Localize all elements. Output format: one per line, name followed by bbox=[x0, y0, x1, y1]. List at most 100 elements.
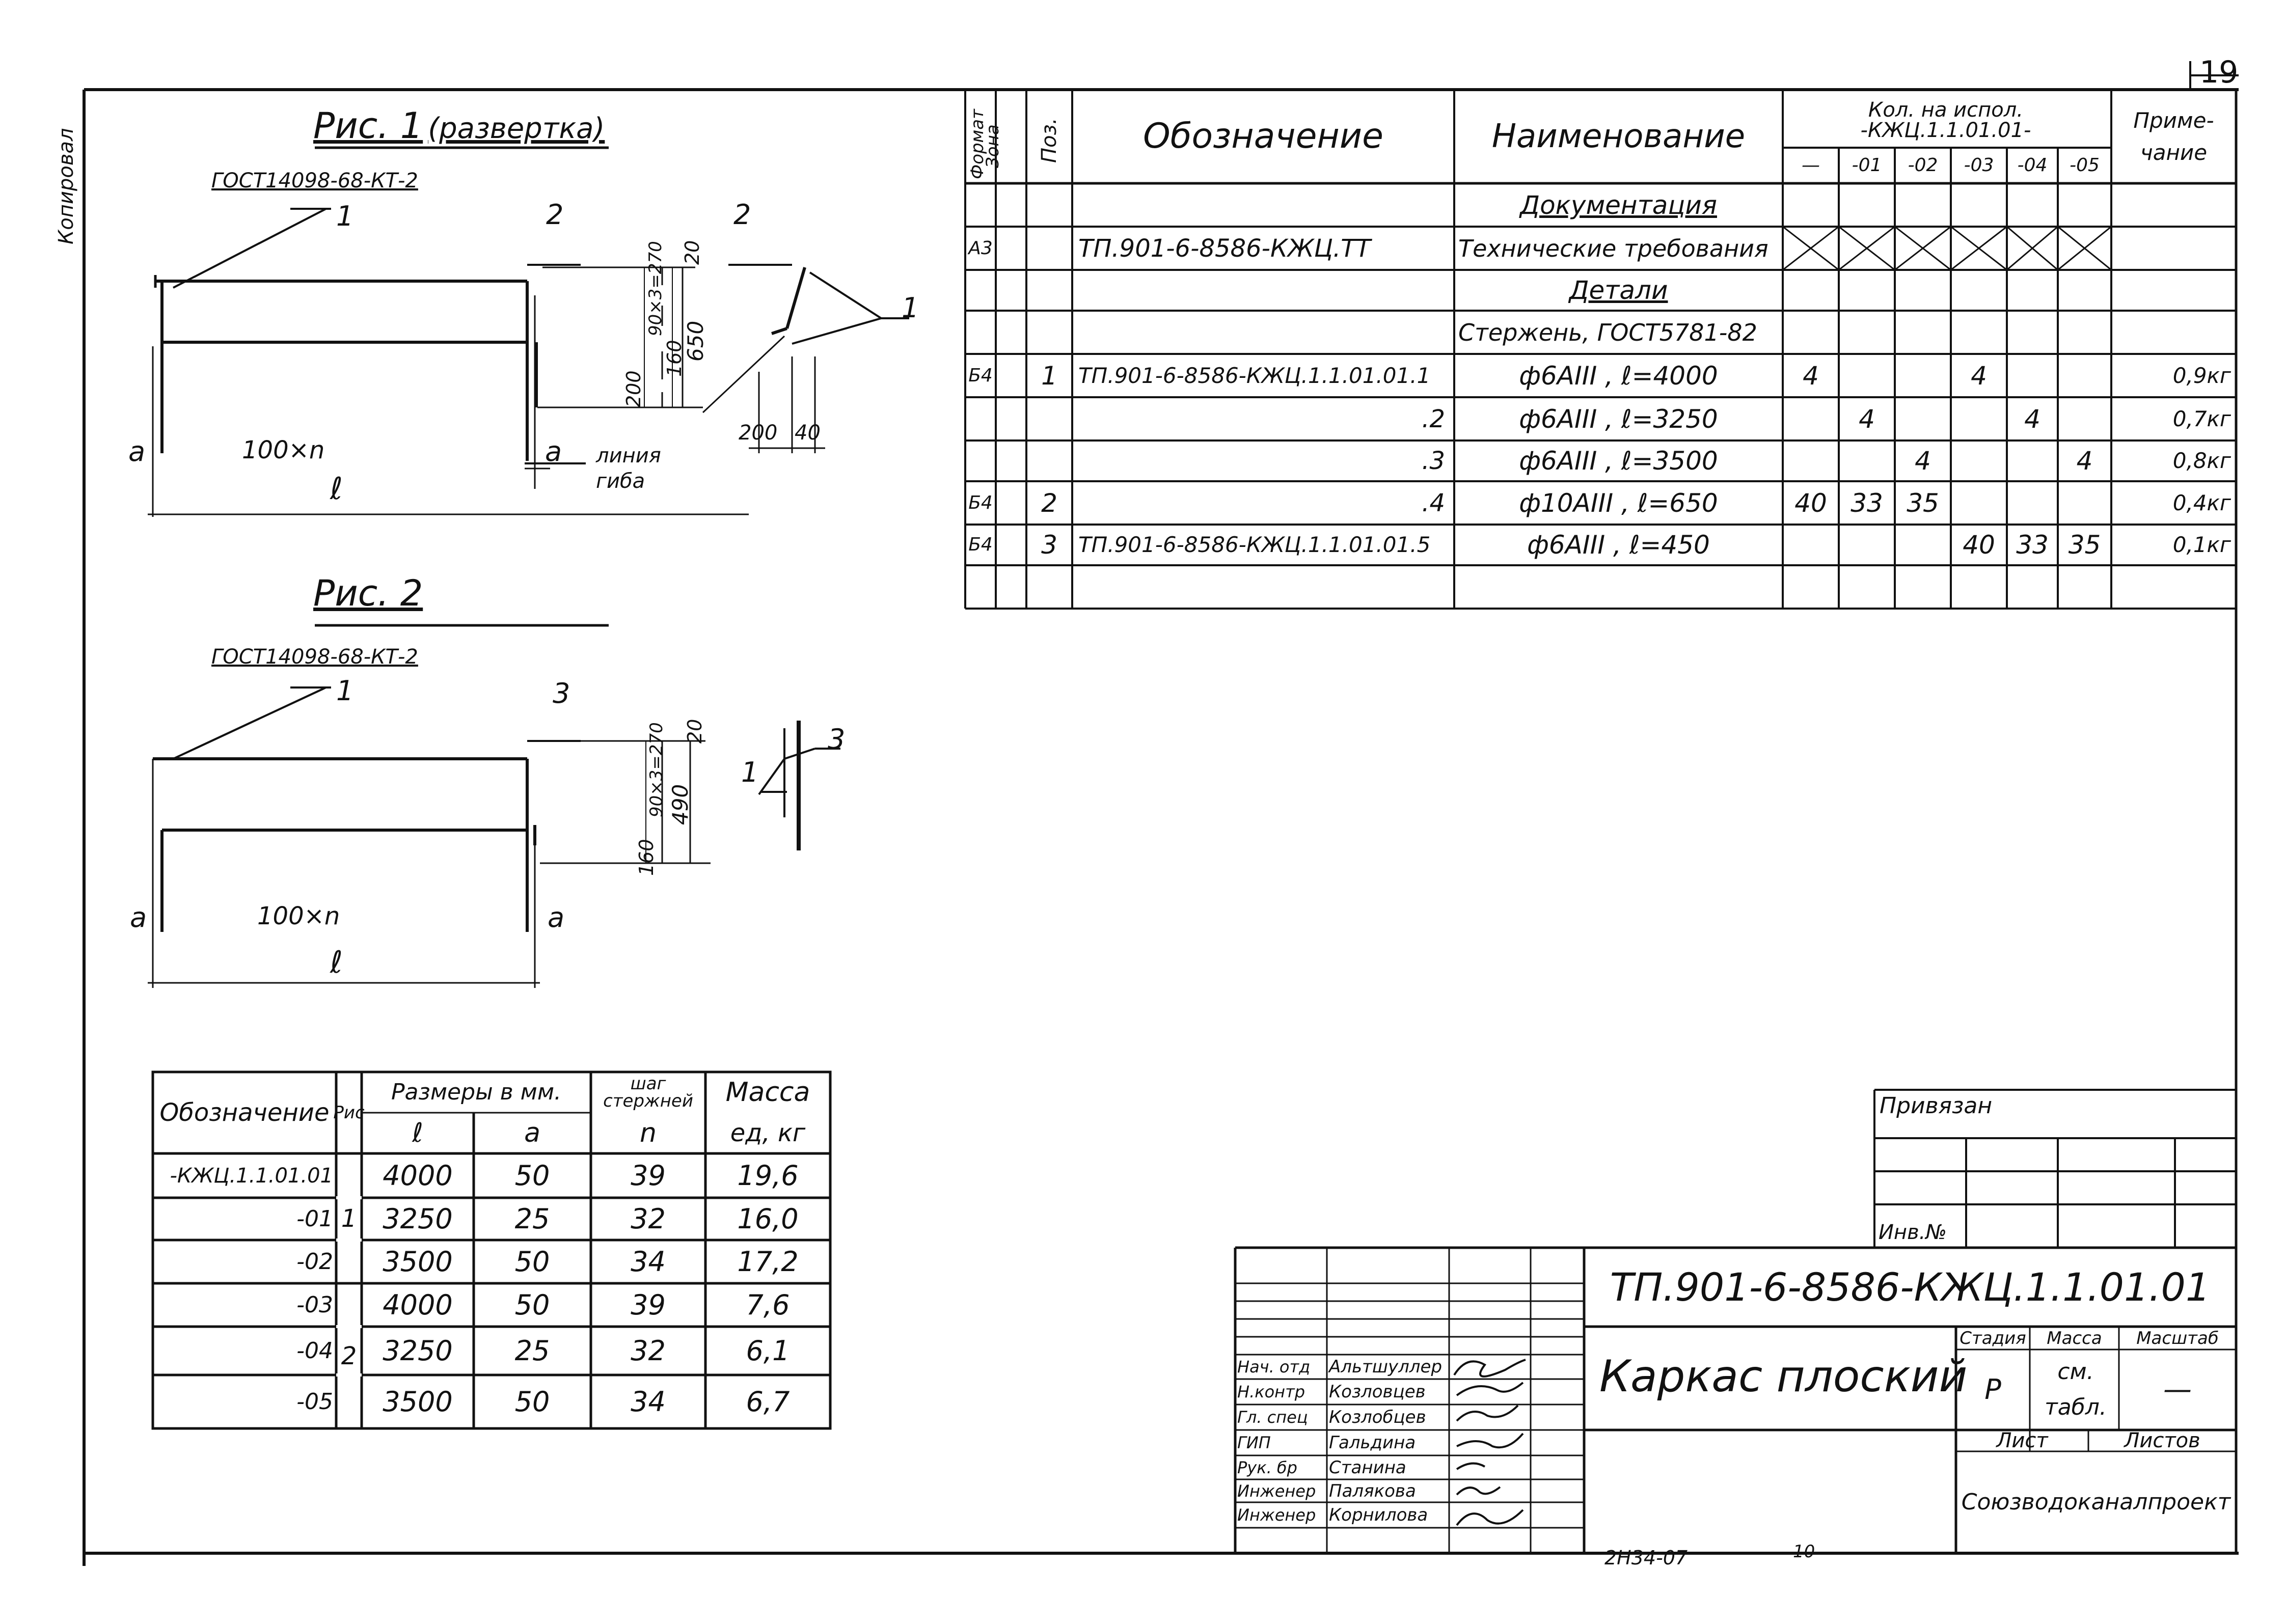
spec-row-format bbox=[965, 270, 996, 311]
spec-row-qty bbox=[1783, 227, 1839, 270]
spec-row-designation: .4 bbox=[1422, 488, 1445, 517]
fig2-a-left: a bbox=[130, 901, 147, 933]
fig2-pos-1: 1 bbox=[336, 675, 354, 707]
spec-row-qty bbox=[2058, 397, 2111, 441]
sizes-header-n: n bbox=[640, 1118, 657, 1148]
spec-row-name: ф6АIII , ℓ=3250 bbox=[1519, 404, 1718, 434]
spec-row-name: Стержень, ГОСТ5781-82 bbox=[1458, 318, 1757, 346]
spec-row-qty bbox=[2007, 227, 2058, 270]
spec-row-designation: ТП.901-6-8586-КЖЦ.1.1.01.01.5 bbox=[1078, 532, 1431, 557]
spec-row-note: 0,7кг bbox=[2172, 406, 2231, 431]
fig1-bend-label: линия гиба bbox=[596, 444, 661, 493]
stamp-person-role: Инженер bbox=[1237, 1481, 1316, 1501]
spec-row-qty bbox=[1895, 227, 1951, 270]
signatures bbox=[1453, 1359, 1526, 1526]
sizes-row-n: 39 bbox=[631, 1288, 666, 1321]
stamp-person-name: Козловцев bbox=[1329, 1382, 1426, 1402]
spec-row-qty bbox=[2007, 354, 2058, 397]
sizes-header-mass: Масса bbox=[725, 1077, 810, 1108]
spec-row-note bbox=[2111, 270, 2236, 311]
spec-row-qty bbox=[1895, 525, 1951, 565]
sizes-table-grid bbox=[151, 1070, 832, 1430]
spec-row-name: ф6АIII , ℓ=450 bbox=[1527, 530, 1710, 560]
spec-row-pos: 2 bbox=[1041, 488, 1057, 518]
spec-row-qty bbox=[1783, 270, 1839, 311]
spec-row-pos bbox=[1026, 311, 1072, 354]
spec-header-qty-col: -05 bbox=[2070, 155, 2100, 176]
sizes-row-n: 32 bbox=[631, 1202, 666, 1235]
stamp-person-role: Гл. спец bbox=[1237, 1408, 1308, 1427]
sizes-row-mass: 16,0 bbox=[737, 1202, 799, 1235]
spec-row-qty bbox=[2007, 311, 2058, 354]
spec-row-qty bbox=[1951, 397, 2007, 441]
spec-row-qty: 4 bbox=[1915, 446, 1931, 476]
spec-row-qty bbox=[1951, 270, 2007, 311]
spec-row-qty bbox=[2007, 441, 2058, 481]
spec-row-qty bbox=[2058, 227, 2111, 270]
stamp-person-role: Н.контр bbox=[1237, 1382, 1305, 1401]
spec-row-qty bbox=[1839, 183, 1895, 227]
spec-header-qty-col: -01 bbox=[1852, 155, 1882, 176]
sizes-row-l: 3500 bbox=[383, 1385, 453, 1418]
fig2-dim-490: 490 bbox=[668, 784, 693, 825]
spec-header-note: Приме- чание bbox=[2133, 108, 2214, 165]
fig1-caption-note: (развертка) bbox=[428, 112, 605, 145]
spec-row-pos bbox=[1026, 565, 1072, 609]
sizes-fig-2: 2 bbox=[341, 1341, 357, 1370]
sizes-header-l: ℓ bbox=[412, 1118, 423, 1148]
sizes-row-a: 50 bbox=[514, 1288, 550, 1321]
fig1-a-right: a bbox=[545, 435, 562, 467]
sizes-row-designation: -03 bbox=[296, 1291, 333, 1318]
spec-row-designation: .3 bbox=[1422, 447, 1445, 475]
spec-row-qty: 35 bbox=[2068, 530, 2101, 560]
spec-row-name: Технические требования bbox=[1458, 234, 1768, 262]
spec-row-format bbox=[965, 565, 996, 609]
spec-row-section-title: Документация bbox=[1520, 190, 1717, 220]
spec-row-name: ф10АIII , ℓ=650 bbox=[1519, 488, 1718, 518]
spec-row-qty: 4 bbox=[2076, 446, 2093, 476]
fig1-bottom-dim-200: 200 bbox=[739, 421, 778, 445]
stamp-person-name: Гальдина bbox=[1329, 1433, 1416, 1453]
sizes-header-sizes: Размеры в мм. bbox=[391, 1079, 562, 1105]
fig2-a-right: a bbox=[548, 901, 565, 933]
spec-row-qty bbox=[1895, 311, 1951, 354]
fig1-dim-20: 20 bbox=[681, 240, 703, 265]
spec-row-qty bbox=[1839, 270, 1895, 311]
spec-row-qty bbox=[1895, 183, 1951, 227]
spec-row-qty: 4 bbox=[1859, 404, 1875, 434]
mass-value: см. табл. bbox=[2045, 1358, 2107, 1420]
spec-row-qty: 40 bbox=[1794, 488, 1827, 518]
sheets-label: Листов bbox=[2124, 1429, 2200, 1452]
spec-row-qty bbox=[1951, 311, 2007, 354]
sizes-row-designation: -01 bbox=[296, 1205, 333, 1232]
spec-row-qty bbox=[1839, 227, 1895, 270]
spec-row-qty bbox=[2007, 565, 2058, 609]
sizes-row-l: 4000 bbox=[383, 1159, 453, 1192]
sizes-row-mass: 6,1 bbox=[746, 1334, 790, 1367]
spec-row-pos: 3 bbox=[1041, 530, 1057, 560]
bottom-format-label: 2Н34-07 bbox=[1604, 1547, 1688, 1569]
spec-row-note: 0,1кг bbox=[2172, 532, 2231, 557]
spec-row-format: Б4 bbox=[968, 492, 993, 513]
sizes-row-n: 32 bbox=[631, 1334, 666, 1367]
spec-header-qty-col: -02 bbox=[1908, 155, 1938, 176]
sizes-row-n: 39 bbox=[631, 1159, 666, 1192]
fig2-gost-label: ГОСТ14098-68-КТ-2 bbox=[211, 645, 418, 669]
sizes-row-l: 3250 bbox=[383, 1334, 453, 1367]
spec-row-note: 0,9кг bbox=[2172, 363, 2231, 388]
spec-row-qty bbox=[1951, 481, 2007, 525]
stamp-person-name: Станина bbox=[1329, 1457, 1406, 1478]
spec-header-name: Наименование bbox=[1491, 118, 1746, 155]
spec-row-name bbox=[1454, 565, 1783, 609]
binding-grid bbox=[1873, 1089, 2236, 1248]
fig1-side-pos-2: 2 bbox=[733, 199, 751, 231]
spec-row-qty bbox=[2058, 270, 2111, 311]
sizes-header-fig: Рис bbox=[333, 1103, 365, 1123]
spec-crossed-cells bbox=[1782, 226, 2112, 271]
spec-header-pos: Поз. bbox=[1038, 118, 1061, 163]
sizes-row-mass: 19,6 bbox=[737, 1159, 799, 1192]
spec-row-designation bbox=[1072, 565, 1454, 609]
spec-row-format: Б4 bbox=[968, 365, 993, 386]
page-number: 19 bbox=[2199, 54, 2239, 90]
spec-row-qty bbox=[2058, 565, 2111, 609]
